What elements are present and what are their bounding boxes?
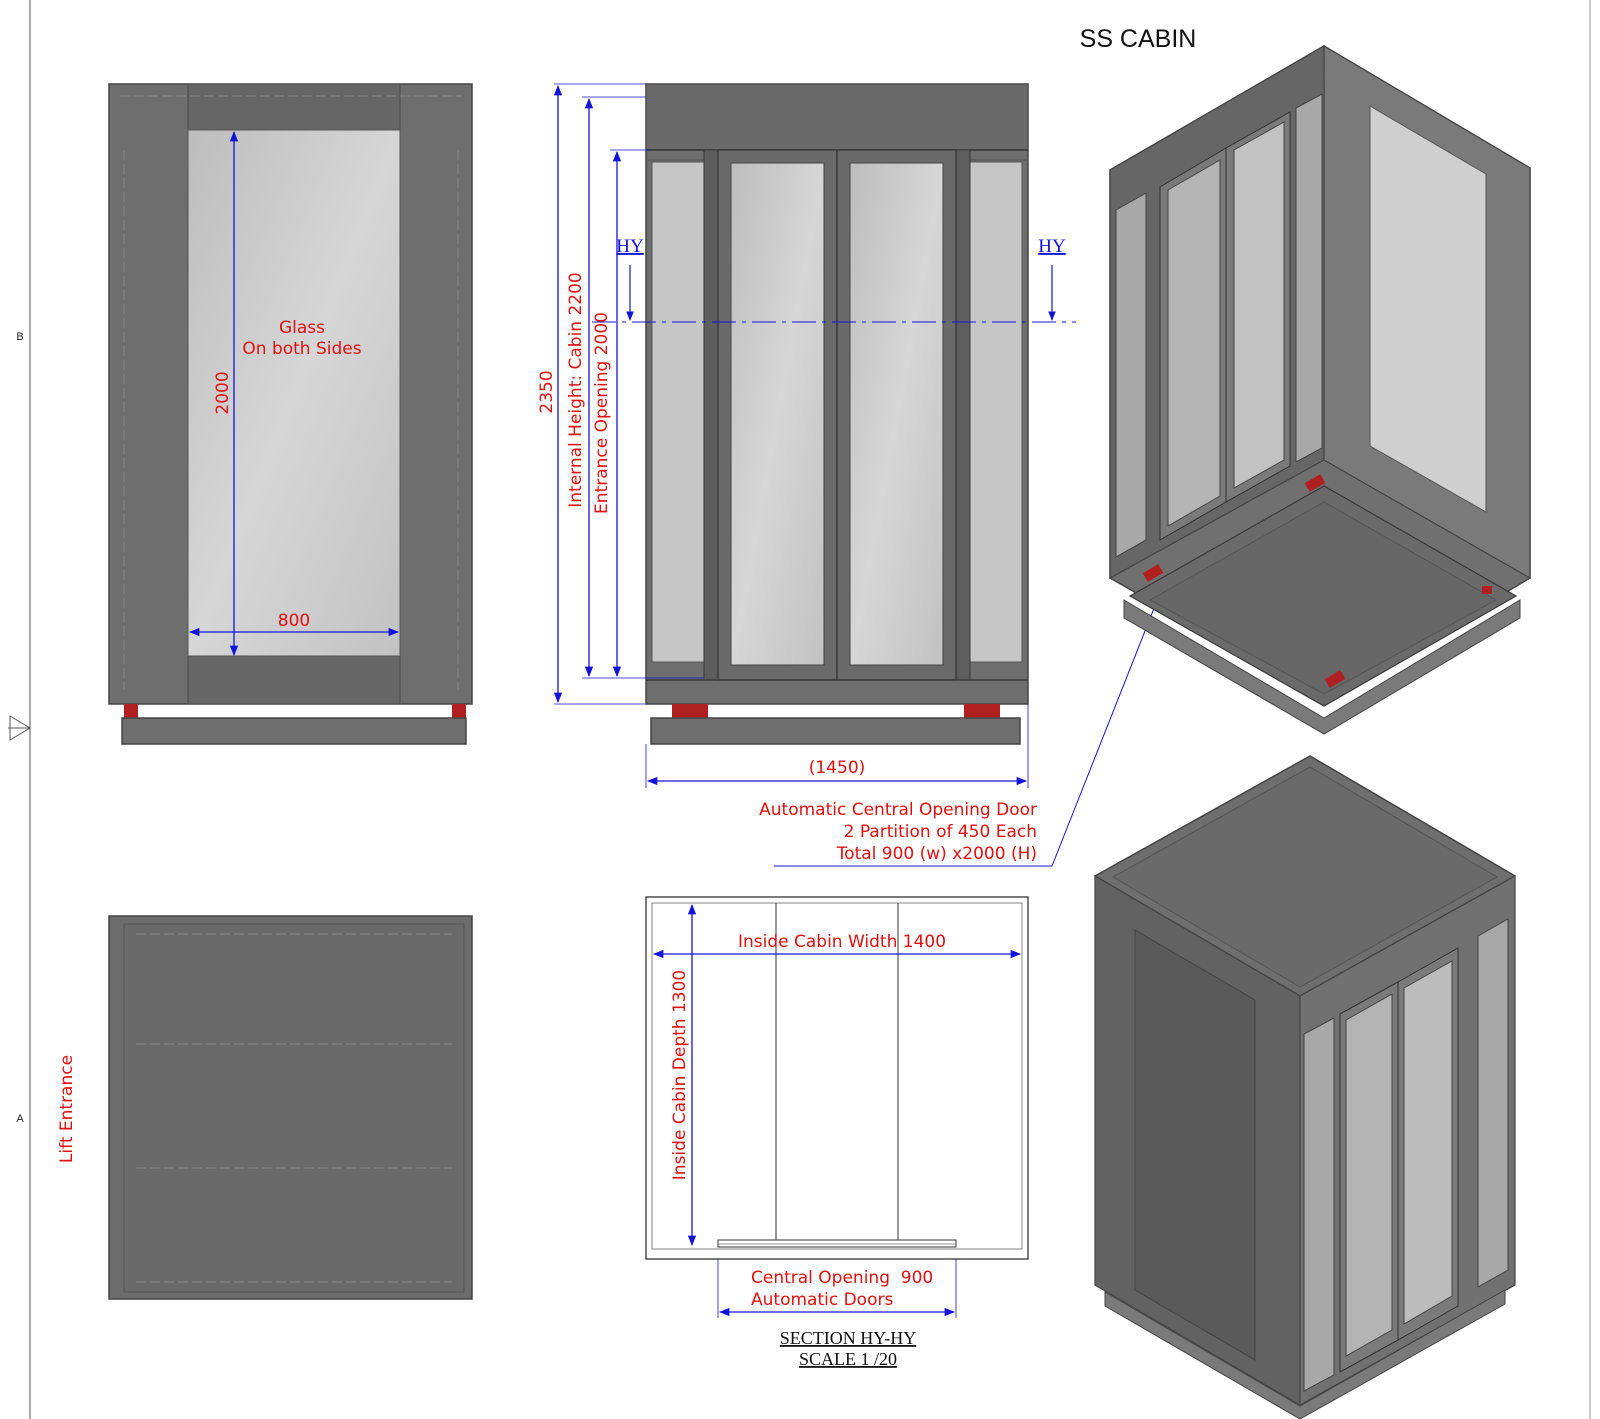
section-hy-view: Inside Cabin Width 1400 Inside Cabin Dep… [645, 896, 1029, 1369]
door-note-line3: Total 900 (w) x2000 (H) [836, 844, 1037, 864]
central-opening-line2: Automatic Doors [751, 1290, 893, 1310]
drawing-title: SS CABIN [1080, 25, 1197, 53]
inside-width-label: Inside Cabin Width 1400 [738, 932, 946, 952]
front-side-glass-left [651, 161, 705, 663]
section-scale: SCALE 1 /20 [799, 1349, 897, 1369]
overall-width-dim: (1450) [809, 758, 866, 778]
front-elevation-view: HY HY 2350 Internal Height: Cabin 2200 E… [537, 83, 1076, 788]
zone-label-b: B [16, 331, 23, 343]
door-note: Automatic Central Opening Door 2 Partiti… [759, 433, 1224, 867]
plan-top-view: Lift Entrance [57, 915, 473, 1300]
iso-side-glass [1369, 105, 1487, 513]
glass-note-line1: Glass [279, 318, 325, 338]
central-opening-line1: Central Opening 900 [751, 1268, 933, 1288]
entrance-opening-dim: Entrance Opening 2000 [592, 312, 612, 514]
side-height-dim: 2000 [213, 371, 233, 414]
side-width-dim: 800 [278, 611, 310, 631]
door-note-line2: 2 Partition of 450 Each [844, 822, 1037, 842]
lift-entrance-label: Lift Entrance [57, 1055, 77, 1163]
glass-note-line2: On both Sides [242, 339, 361, 359]
internal-height-dim: Internal Height: Cabin 2200 [566, 272, 586, 508]
section-mark-right: HY [1038, 236, 1066, 257]
side-elevation-view: 2000 800 Glass On both Sides [108, 83, 473, 745]
zone-label-a: A [16, 1113, 24, 1125]
section-mark-left: HY [616, 236, 644, 257]
isometric-view-bottom [1093, 755, 1517, 1419]
front-side-glass-right [969, 161, 1023, 663]
inside-depth-label: Inside Cabin Depth 1300 [670, 970, 690, 1180]
section-caption: SECTION HY-HY [780, 1328, 917, 1348]
drawing-frame: B A [8, 0, 1591, 1419]
total-height-dim: 2350 [537, 370, 557, 413]
isometric-view-top [1109, 44, 1531, 735]
door-note-line1: Automatic Central Opening Door [759, 800, 1037, 820]
side-glass-panel [187, 129, 401, 657]
